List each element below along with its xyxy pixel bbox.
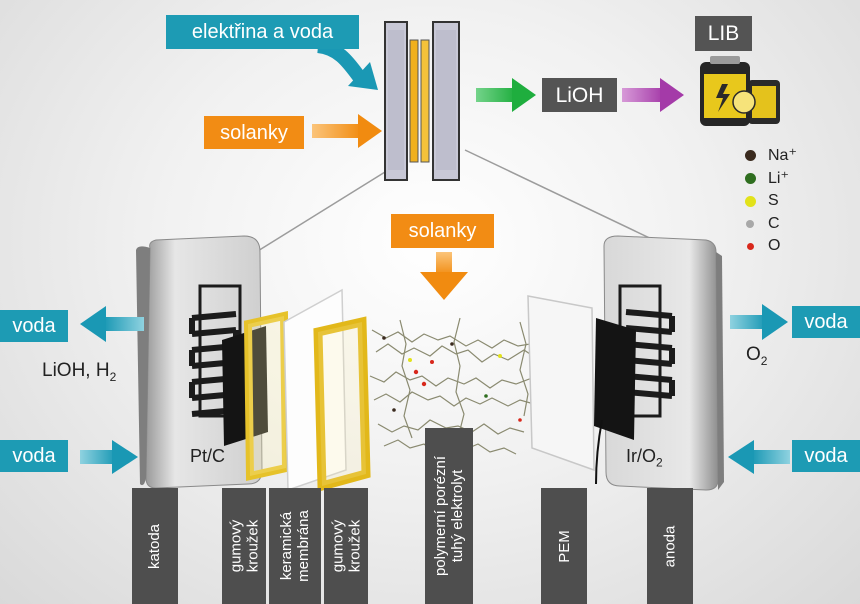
- legend-dot-na: [745, 149, 756, 161]
- tab-ceramic-membrane: keramická membrána: [269, 488, 321, 604]
- brine-arrowhead: [358, 114, 382, 148]
- center-brine-arrow-shaft: [436, 252, 452, 276]
- legend-item-c: C: [745, 215, 780, 233]
- brine-top-label: solanky: [204, 116, 304, 149]
- center-brine-arrowhead: [420, 272, 468, 300]
- cathode-outputs-label: LiOH, H2: [42, 360, 116, 384]
- tab-gasket-1: gumový kroužek: [222, 488, 266, 604]
- anode-electrode: [594, 318, 636, 440]
- anode-catalyst-label: Ir/O2: [626, 446, 663, 470]
- legend-dot-c: [746, 220, 754, 228]
- anode-catalyst-subscript: 2: [656, 455, 663, 470]
- tab-membrane-line-2: membrána: [295, 510, 313, 582]
- legend-label-na: Na⁺: [768, 147, 797, 164]
- tab-gasket-2-line-1: gumový: [329, 519, 346, 573]
- lioh-arrow-shaft: [476, 88, 516, 102]
- left-water-out-label: voda: [0, 310, 68, 342]
- tab-gasket-2-line-2: kroužek: [346, 519, 363, 573]
- cathode-outputs-subscript: 2: [109, 369, 117, 384]
- left-water-in-label: voda: [0, 440, 68, 472]
- tab-electrolyte-label: polymerní porézní tuhý elektrolyt: [432, 456, 466, 576]
- anode-catalyst-text: Ir/O: [626, 446, 656, 466]
- tab-pem-label: PEM: [555, 529, 573, 563]
- tab-ceramic-membrane-label: keramická membrána: [278, 510, 312, 582]
- cathode-outputs-text: LiOH, H: [42, 360, 110, 381]
- power-water-arrowhead: [348, 62, 378, 90]
- ceramic-membrane-sheet: [283, 288, 347, 492]
- right-water-in-label: voda: [792, 440, 860, 472]
- tab-gasket-1-line-1: gumový: [227, 519, 244, 573]
- battery-icon: [700, 56, 780, 126]
- right-water-out-arrowhead: [762, 304, 788, 340]
- left-water-in-arrow-shaft: [80, 450, 116, 464]
- pem-sheet: [527, 295, 595, 472]
- legend-label-s: S: [768, 192, 779, 209]
- legend-item-li: Li⁺: [745, 169, 789, 187]
- left-water-in-arrowhead: [112, 440, 138, 474]
- lioh-label: LiOH: [542, 78, 617, 112]
- tab-gasket-1-line-2: kroužek: [244, 519, 261, 573]
- gasket-2: [313, 316, 371, 492]
- tab-cathode-label: katoda: [146, 523, 164, 569]
- legend-label-c: C: [768, 215, 780, 232]
- tab-pem: PEM: [541, 488, 587, 604]
- battery-arrow-shaft: [622, 88, 664, 102]
- power-water-arrow: [316, 39, 366, 83]
- anode-gas-subscript: 2: [760, 353, 768, 368]
- tab-electrolyte-line-1: polymerní porézní: [432, 455, 449, 577]
- electrolyte-atoms: [382, 336, 542, 432]
- tab-anode: anoda: [647, 488, 693, 604]
- anode-gas-text: O: [746, 344, 761, 365]
- tab-gasket-2-label: gumový kroužek: [329, 520, 363, 573]
- brine-arrow-shaft: [312, 124, 362, 138]
- legend-dot-s: [745, 195, 756, 207]
- legend-dot-li: [745, 172, 756, 184]
- anode-wire: [595, 419, 603, 485]
- legend-label-li: Li⁺: [768, 170, 789, 187]
- tab-gasket-1-label: gumový kroužek: [227, 520, 261, 573]
- legend-item-o: O: [745, 237, 780, 255]
- brine-center-label: solanky: [391, 214, 494, 248]
- tab-electrolyte-line-2: tuhý elektrolyt: [449, 469, 466, 563]
- left-water-out-arrow-shaft: [104, 317, 144, 331]
- right-water-in-arrowhead: [728, 440, 754, 474]
- tab-cathode: katoda: [132, 488, 178, 604]
- lioh-arrowhead: [512, 78, 536, 112]
- left-water-out-arrowhead: [80, 306, 106, 342]
- gasket-1: [243, 311, 291, 481]
- tab-anode-label: anoda: [661, 525, 679, 567]
- cathode-catalyst-label: Pt/C: [190, 446, 226, 466]
- tab-electrolyte: polymerní porézní tuhý elektrolyt: [425, 428, 473, 604]
- power-water-label: elektřina a voda: [166, 15, 359, 49]
- mini-cell-stack: [384, 21, 460, 181]
- legend-label-o: O: [768, 237, 781, 254]
- legend-dot-o: [747, 242, 754, 250]
- tab-membrane-line-1: keramická: [278, 511, 296, 581]
- battery-arrowhead: [660, 78, 684, 112]
- legend-item-s: S: [745, 192, 779, 210]
- right-water-out-label: voda: [792, 306, 860, 338]
- legend-item-na: Na⁺: [745, 146, 797, 164]
- lib-label: LIB: [695, 16, 752, 51]
- anode-gas-label: O2: [746, 344, 767, 368]
- tab-gasket-2: gumový kroužek: [324, 488, 368, 604]
- right-water-out-arrow-shaft: [730, 315, 766, 329]
- right-water-in-arrow-shaft: [752, 450, 790, 464]
